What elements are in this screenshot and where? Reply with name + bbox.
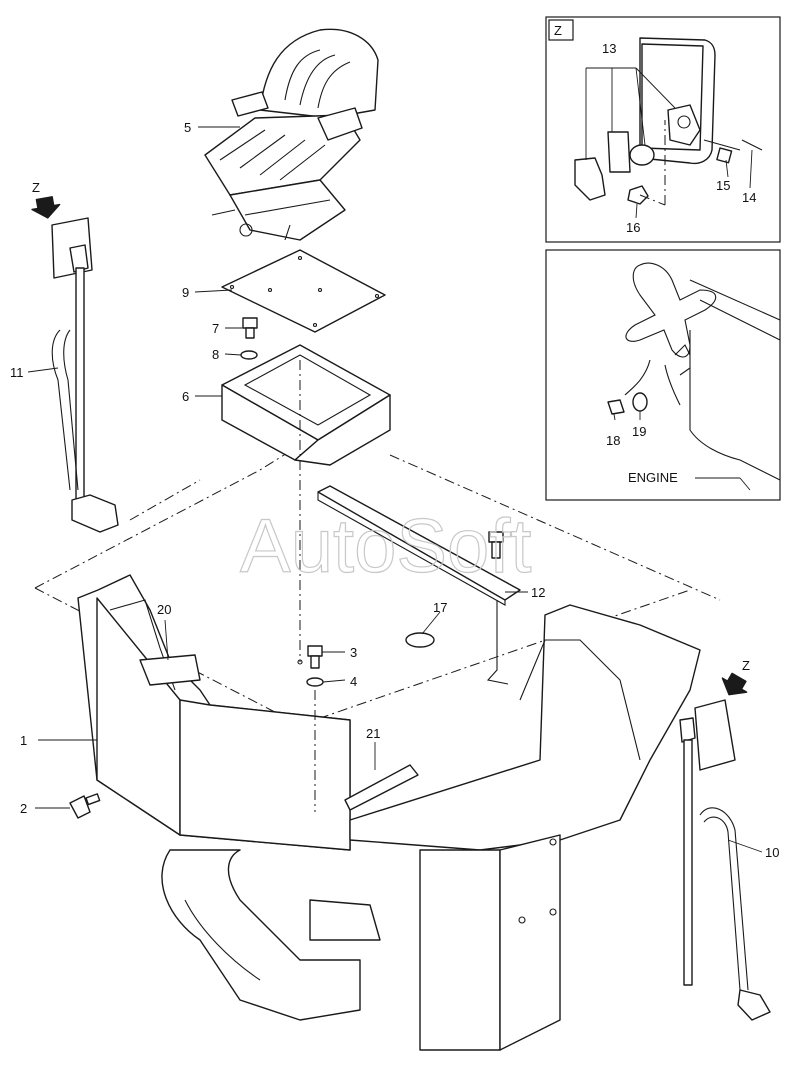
callout-leaders: [27, 126, 763, 853]
callout-19: 19: [632, 424, 646, 439]
callout-1: 1: [20, 733, 27, 748]
callout-5: 5: [184, 120, 191, 135]
callout-20: 20: [157, 602, 171, 617]
operator-seat: [204, 28, 379, 241]
bolt-7: [242, 317, 258, 339]
bolt-3: [307, 645, 323, 669]
view-marker-left: Z: [32, 180, 40, 195]
callout-18: 18: [606, 433, 620, 448]
bolt-2: [69, 793, 101, 819]
floor-platform: [34, 444, 721, 1051]
detail-label-z: Z: [554, 23, 562, 38]
callout-9: 9: [182, 285, 189, 300]
seat-box: [221, 344, 391, 662]
grommet-17: [405, 632, 435, 648]
washer-4: [306, 677, 324, 687]
detail-panel-engine: [545, 249, 781, 501]
callout-16: 16: [626, 220, 640, 235]
seat-plate: [221, 249, 386, 333]
callout-17: 17: [433, 600, 447, 615]
callout-6: 6: [182, 389, 189, 404]
callout-15: 15: [716, 178, 730, 193]
mirror-assembly-left: [51, 217, 119, 533]
callout-12: 12: [531, 585, 545, 600]
engine-label: ENGINE: [628, 470, 678, 485]
callout-10: 10: [765, 845, 779, 860]
view-arrow-right: [721, 672, 748, 696]
detail-panel-z: [545, 16, 781, 243]
callout-13: 13: [602, 41, 616, 56]
callout-8: 8: [212, 347, 219, 362]
mirror-assembly-right: [679, 699, 771, 1021]
washer-8: [240, 350, 258, 360]
callout-4: 4: [350, 674, 357, 689]
callout-labels: 1 2 3 4 5 6 7 8 9 10 11 12 13 14 15 16 1…: [10, 41, 779, 860]
view-arrow-left: [31, 196, 61, 219]
view-marker-right: Z: [742, 658, 750, 673]
callout-3: 3: [350, 645, 357, 660]
callout-14: 14: [742, 190, 756, 205]
callout-7: 7: [212, 321, 219, 336]
watermark: AutoSoft: [240, 504, 532, 589]
callout-11: 11: [10, 365, 24, 380]
callout-21: 21: [366, 726, 380, 741]
callout-2: 2: [20, 801, 27, 816]
bracket-rail: [317, 485, 521, 685]
